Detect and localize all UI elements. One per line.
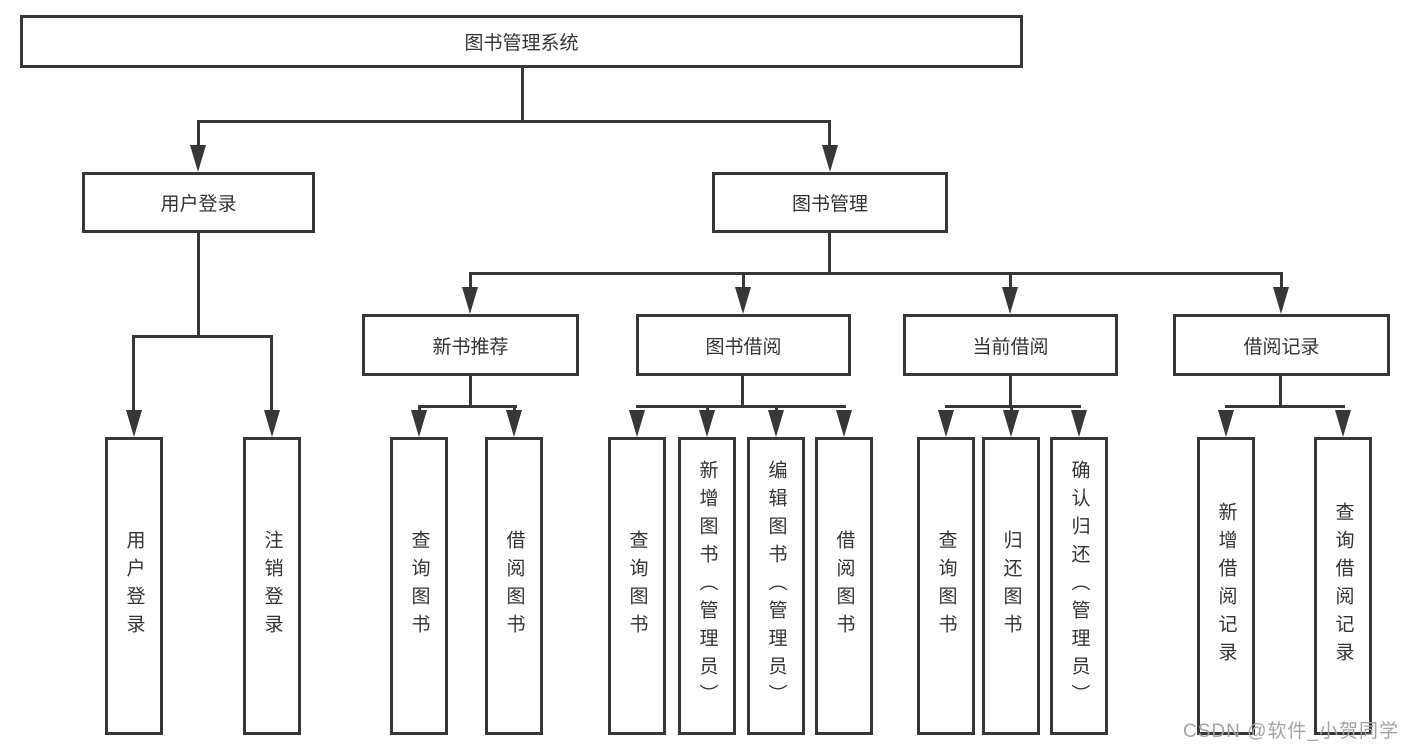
node-label: 用户登录 <box>123 530 145 642</box>
connector-book-borrow-down-line <box>741 376 744 405</box>
connector-current-borrow-branch-line <box>945 405 1081 408</box>
arrow-down-icon <box>1003 410 1019 437</box>
arrow-down-icon <box>1273 287 1289 314</box>
node-leaf-query-books-bb: 查询图书 <box>608 437 666 735</box>
connector-book-borrow-branch-line <box>636 405 846 408</box>
node-new-book-recommendation: 新书推荐 <box>362 314 579 376</box>
connector-book-mgmt-branch-line <box>469 272 1283 275</box>
connector-leaf-logout-stem-line <box>270 335 273 411</box>
arrow-down-icon <box>126 410 142 437</box>
connector-new-book-rec-stem-line <box>469 272 472 288</box>
node-book-borrowing: 图书借阅 <box>636 314 851 376</box>
arrow-down-icon <box>1335 410 1351 437</box>
node-label: 查询图书 <box>408 530 430 642</box>
node-leaf-borrow-books-bb: 借阅图书 <box>815 437 873 735</box>
node-label: 新书推荐 <box>432 336 509 358</box>
arrow-down-icon <box>264 410 280 437</box>
connector-root-stem-line <box>521 67 524 120</box>
arrow-down-icon <box>938 410 954 437</box>
node-label: 图书管理系统 <box>464 33 579 54</box>
arrow-down-icon <box>629 410 645 437</box>
node-borrowing-records: 借阅记录 <box>1173 314 1390 376</box>
connector-stem-line <box>513 405 516 413</box>
connector-stem-line <box>1010 405 1013 413</box>
connector-borrow-records-down-line <box>1279 376 1282 405</box>
node-leaf-query-borrow-record: 查询借阅记录 <box>1314 437 1372 735</box>
node-label: 图书管理 <box>791 194 868 215</box>
node-label: 注销登录 <box>261 530 283 642</box>
node-label: 编辑图书（管理员） <box>765 460 787 712</box>
arrow-down-icon <box>699 410 715 437</box>
arrow-down-icon <box>462 287 478 314</box>
arrow-down-icon <box>822 145 838 172</box>
connector-stem-line <box>775 405 778 413</box>
node-root-library-management-system: 图书管理系统 <box>20 15 1023 68</box>
connector-root-branch-line <box>197 120 831 123</box>
node-user-login: 用户登录 <box>82 172 315 233</box>
connector-leaf-user-login-stem-line <box>132 335 135 411</box>
connector-new-book-rec-down-line <box>469 376 472 405</box>
connector-borrow-records-stem-line <box>1280 272 1283 288</box>
node-leaf-edit-books-admin: 编辑图书（管理员） <box>747 437 805 735</box>
connector-book-mgmt-down-line <box>828 233 831 272</box>
node-leaf-borrow-books-rec: 借阅图书 <box>485 437 543 735</box>
node-label: 借阅图书 <box>833 530 855 642</box>
arrow-down-icon <box>506 410 522 437</box>
connector-book-mgmt-stem-line <box>828 120 831 146</box>
arrow-down-icon <box>1002 287 1018 314</box>
node-label: 新增借阅记录 <box>1215 502 1237 670</box>
arrow-down-icon <box>836 410 852 437</box>
node-leaf-query-books-rec: 查询图书 <box>390 437 448 735</box>
node-current-borrowing: 当前借阅 <box>903 314 1118 376</box>
arrow-down-icon <box>190 145 206 172</box>
node-leaf-confirm-return-admin: 确认归还（管理员） <box>1050 437 1108 735</box>
arrow-down-icon <box>768 410 784 437</box>
node-label: 查询借阅记录 <box>1332 502 1354 670</box>
node-book-management: 图书管理 <box>712 172 948 233</box>
node-leaf-query-books-cb: 查询图书 <box>917 437 975 735</box>
connector-stem-line <box>418 405 421 413</box>
connector-borrow-records-branch-line <box>1225 405 1345 408</box>
node-label: 借阅记录 <box>1243 336 1320 358</box>
arrow-down-icon <box>1071 410 1087 437</box>
node-label: 确认归还（管理员） <box>1068 460 1090 712</box>
node-label: 借阅图书 <box>503 530 525 642</box>
connector-stem-line <box>706 405 709 413</box>
node-label: 用户登录 <box>160 194 237 215</box>
node-label: 新增图书（管理员） <box>696 460 718 712</box>
arrow-down-icon <box>1218 410 1234 437</box>
connector-user-login-stem-line <box>197 120 200 146</box>
connector-user-login-branch-line <box>132 335 273 338</box>
arrow-down-icon <box>411 410 427 437</box>
connector-user-login-down-line <box>197 233 200 335</box>
node-label: 图书借阅 <box>705 336 782 358</box>
node-leaf-return-books: 归还图书 <box>982 437 1040 735</box>
connector-current-borrow-down-line <box>1009 376 1012 405</box>
node-label: 查询图书 <box>935 530 957 642</box>
arrow-down-icon <box>735 287 751 314</box>
node-leaf-add-borrow-record: 新增借阅记录 <box>1197 437 1255 735</box>
node-leaf-user-login: 用户登录 <box>105 437 163 735</box>
node-label: 归还图书 <box>1000 530 1022 642</box>
connector-new-book-rec-branch-line <box>418 405 517 408</box>
node-leaf-logout: 注销登录 <box>243 437 301 735</box>
node-leaf-add-books-admin: 新增图书（管理员） <box>678 437 736 735</box>
connector-current-borrow-stem-line <box>1009 272 1012 288</box>
node-label: 查询图书 <box>626 530 648 642</box>
connector-book-borrow-stem-line <box>742 272 745 288</box>
csdn-watermark: CSDN @软件_小贺同学 <box>1183 721 1399 742</box>
node-label: 当前借阅 <box>972 336 1049 358</box>
